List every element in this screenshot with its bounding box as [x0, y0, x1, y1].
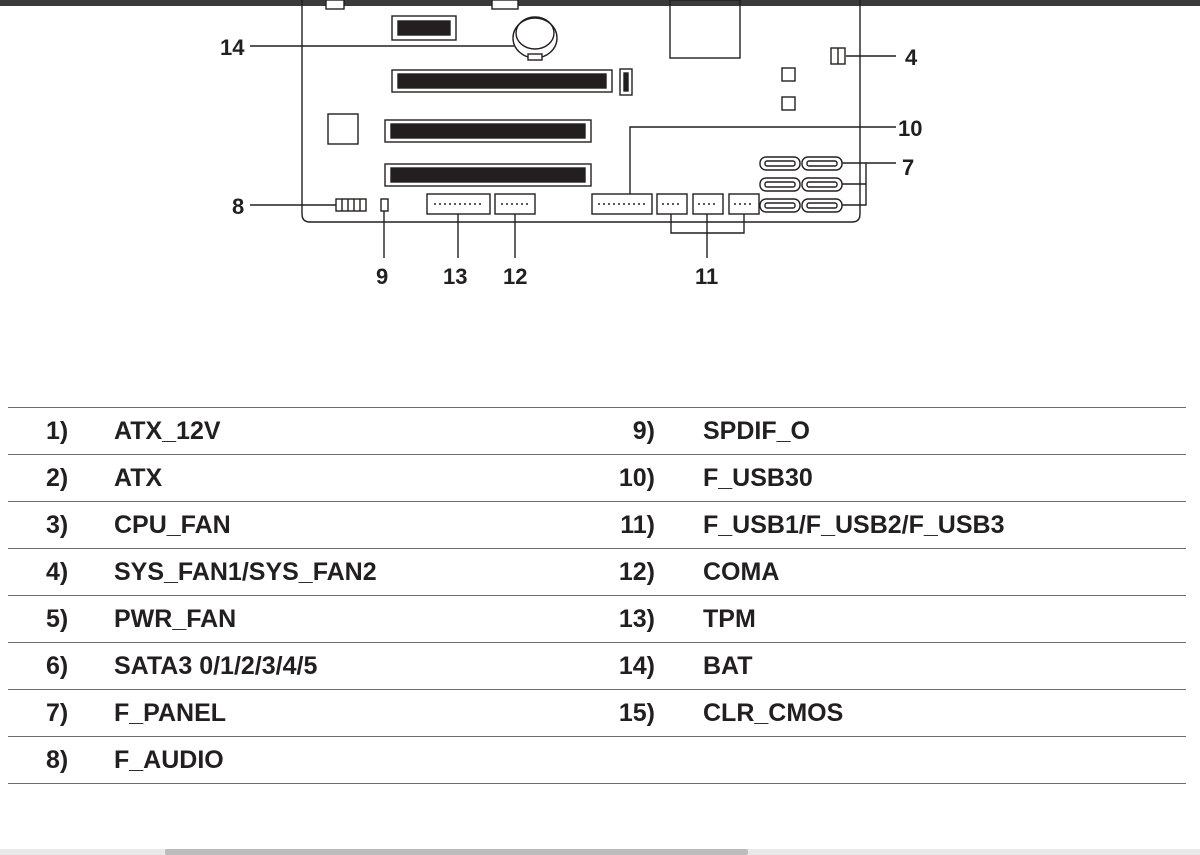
legend-number: 9) [632, 417, 655, 445]
legend-connector-name: ATX [114, 464, 163, 492]
small-component-a [781, 67, 796, 82]
legend-connector-name: TPM [703, 605, 756, 633]
legend-connector-name: SPDIF_O [703, 417, 810, 445]
legend-number: 2) [46, 464, 69, 492]
legend-connector-name: SATA3 0/1/2/3/4/5 [114, 652, 318, 680]
legend-number: 12) [618, 558, 655, 586]
pci-slot-2 [384, 163, 592, 187]
legend-connector-name: F_PANEL [114, 699, 227, 727]
legend-row: 6) SATA3 0/1/2/3/4/5 14) BAT [8, 642, 1186, 689]
legend-connector-name: ATX_12V [114, 417, 221, 445]
legend-number: 3) [46, 511, 69, 539]
legend-row: 5) PWR_FAN 13) TPM [8, 595, 1186, 642]
legend-number: 4) [46, 558, 69, 586]
legend-connector-name: CLR_CMOS [703, 699, 844, 727]
callout-9: 9 [376, 264, 388, 289]
callout-4: 4 [905, 45, 918, 70]
legend-number: 11) [620, 511, 655, 539]
callout-13: 13 [443, 264, 467, 289]
legend-number: 10) [618, 464, 655, 492]
callout-11: 11 [695, 264, 718, 289]
audio-header [335, 198, 367, 212]
board-outline [301, 0, 861, 223]
small-component-b [781, 96, 796, 111]
legend-number: 5) [46, 605, 69, 633]
horizontal-scrollbar[interactable] [0, 849, 1200, 855]
pcie-x16-slot [391, 69, 613, 93]
top-edge-bar [0, 0, 1200, 6]
legend-connector-name: BAT [703, 652, 753, 680]
scrollbar-thumb[interactable] [165, 849, 748, 855]
legend-row: 3) CPU_FAN 11) F_USB1/F_USB2/F_USB3 [8, 501, 1186, 548]
legend-row: 4) SYS_FAN1/SYS_FAN2 12) COMA [8, 548, 1186, 595]
leader-10 [629, 126, 896, 194]
callout-10: 10 [898, 116, 922, 141]
legend-connector-name: COMA [703, 558, 780, 586]
legend-number: 1) [46, 417, 69, 445]
pci-slot-1 [384, 119, 592, 143]
legend-row: 1) ATX_12V 9) SPDIF_O [8, 407, 1186, 454]
f-usb30-header [591, 193, 653, 215]
callout-7: 7 [902, 155, 914, 180]
top-component-mid [491, 0, 519, 10]
legend-row: 2) ATX 10) F_USB30 [8, 454, 1186, 501]
sata-ports [759, 156, 843, 213]
usb-header-1 [656, 193, 688, 215]
legend-number: 8) [46, 746, 69, 774]
callout-12: 12 [503, 264, 527, 289]
legend-row: 8) F_AUDIO [8, 736, 1186, 784]
legend-number: 15) [618, 699, 655, 727]
legend-connector-name: F_AUDIO [114, 746, 224, 774]
spdif-header [380, 198, 389, 212]
legend-connector-name: SYS_FAN1/SYS_FAN2 [114, 558, 377, 586]
legend-row: 7) F_PANEL 15) CLR_CMOS [8, 689, 1186, 736]
legend-connector-name: F_USB30 [703, 464, 813, 492]
top-component-left [325, 0, 345, 10]
io-chip [327, 113, 359, 145]
callout-14: 14 [220, 35, 245, 60]
legend-connector-name: F_USB1/F_USB2/F_USB3 [703, 511, 1005, 539]
motherboard-diagram: 14 4 10 7 8 9 13 12 11 [220, 0, 922, 289]
legend-number: 13) [618, 605, 655, 633]
callout-8: 8 [232, 194, 244, 219]
pcie-x1-slot [391, 15, 457, 41]
legend-connector-name: PWR_FAN [114, 605, 237, 633]
connector-legend-table: 1) ATX_12V 9) SPDIF_O 2) ATX 10) F_USB30… [8, 407, 1186, 784]
usb-header-2 [692, 193, 724, 215]
chipset-block [669, 0, 741, 59]
legend-number: 14) [618, 652, 655, 680]
legend-number: 7) [46, 699, 69, 727]
legend-number: 6) [46, 652, 69, 680]
legend-connector-name: CPU_FAN [114, 511, 231, 539]
